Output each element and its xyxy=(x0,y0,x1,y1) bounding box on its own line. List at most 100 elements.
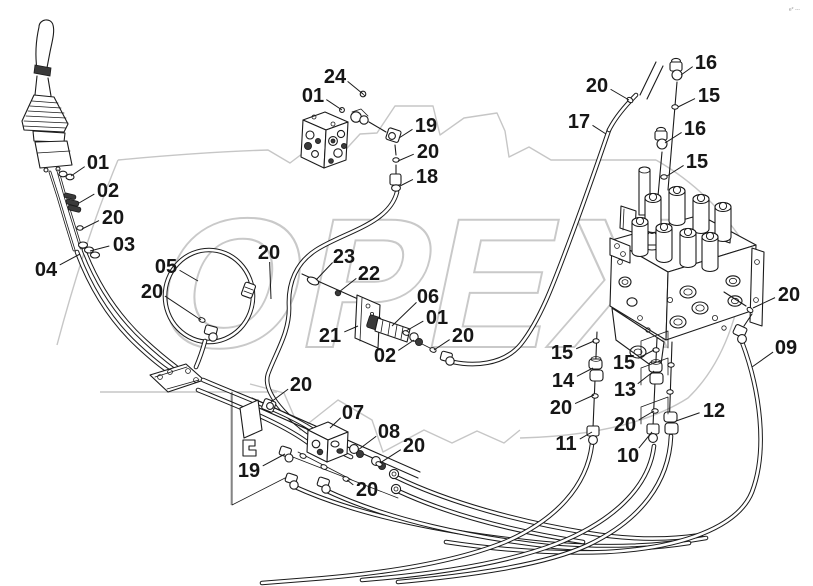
callout-leader-03 xyxy=(89,245,110,252)
callout-leader-20 xyxy=(379,449,402,464)
callout-leader-15 xyxy=(637,349,655,359)
solenoid-valve-cluster xyxy=(301,273,455,366)
callout-13: 13 xyxy=(614,379,636,401)
callout-leader-19 xyxy=(262,453,286,467)
callout-09: 09 xyxy=(775,337,797,359)
banjo-fitting xyxy=(350,108,369,125)
callout-leader-15 xyxy=(575,340,595,350)
callout-leader-02 xyxy=(78,193,95,204)
callout-19: 19 xyxy=(238,460,260,482)
elbow-19 xyxy=(278,445,294,463)
callout-leader-20 xyxy=(269,261,272,300)
tee-fitting-upper xyxy=(261,398,277,413)
drain-line-3 xyxy=(663,341,679,435)
callout-01: 01 xyxy=(426,307,448,329)
callout-leader-20 xyxy=(638,410,655,421)
callout-leader-20 xyxy=(346,479,354,486)
manifold-block-07 xyxy=(306,421,349,463)
callout-leader-20 xyxy=(81,220,100,230)
pilot-valve-block xyxy=(300,90,402,192)
callout-15: 15 xyxy=(698,85,720,107)
callout-10: 10 xyxy=(617,445,639,467)
tee-fitting-08 xyxy=(349,444,364,458)
callout-20: 20 xyxy=(102,207,124,229)
callout-01: 01 xyxy=(302,85,324,107)
callout-leader-08 xyxy=(357,435,377,451)
bracket-clip xyxy=(242,439,257,457)
valve-left-block xyxy=(609,205,637,264)
callout-leader-06 xyxy=(391,302,417,327)
callout-21: 21 xyxy=(319,325,341,347)
callout-20: 20 xyxy=(586,75,608,97)
elbow-to-hose-17 xyxy=(439,350,455,366)
callout-12: 12 xyxy=(703,400,725,422)
callout-leader-01 xyxy=(405,320,424,332)
corner-mark: e* --- xyxy=(789,7,800,13)
callout-leader-07 xyxy=(329,417,342,429)
callout-leader-19 xyxy=(398,128,413,139)
callout-23: 23 xyxy=(333,246,355,268)
callout-leader-17 xyxy=(592,124,607,135)
callout-leader-05 xyxy=(179,269,199,282)
callout-20: 20 xyxy=(417,141,439,163)
callout-leader-16 xyxy=(664,132,682,144)
callout-leader-21 xyxy=(344,325,359,333)
callout-15: 15 xyxy=(551,342,573,364)
fittings-16-15 xyxy=(654,57,683,208)
union-02 xyxy=(409,332,423,346)
callout-17: 17 xyxy=(568,111,590,133)
callout-04: 04 xyxy=(35,259,58,281)
tee-fitting-19 xyxy=(385,127,402,143)
union-12 xyxy=(663,411,679,435)
callout-16: 16 xyxy=(695,52,717,74)
callout-leader-16 xyxy=(680,66,693,76)
elbow-10 xyxy=(646,423,660,443)
grouping-boxes xyxy=(640,330,669,425)
callout-24: 24 xyxy=(324,66,347,88)
callout-05: 05 xyxy=(155,256,177,278)
callout-leader-01 xyxy=(326,99,343,111)
callout-leader-20 xyxy=(397,153,414,162)
callout-leader-20 xyxy=(270,388,289,403)
callout-leader-23 xyxy=(315,262,333,281)
union-13 xyxy=(648,359,664,385)
loop-elbow-fitting xyxy=(203,324,218,342)
callout-20: 20 xyxy=(778,284,800,306)
pipe-clamp-03 xyxy=(77,241,101,259)
callout-leader-18 xyxy=(399,179,414,187)
callout-leader-11 xyxy=(579,431,593,440)
elbow-fitting-16-upper xyxy=(669,57,683,81)
elbow-11 xyxy=(586,425,600,445)
loop-hose-05 xyxy=(165,250,257,367)
callout-20: 20 xyxy=(614,414,636,436)
callout-18: 18 xyxy=(416,166,438,188)
callout-leader-02 xyxy=(398,339,415,351)
callout-15: 15 xyxy=(613,352,635,374)
hose-end-fitting-18 xyxy=(389,173,402,192)
elbow-fitting-09 xyxy=(732,324,748,344)
bracket-left-plate xyxy=(239,399,263,439)
pipe-clamp-02 xyxy=(63,192,82,213)
main-control-valve xyxy=(609,166,765,373)
callout-leader-10 xyxy=(638,431,653,449)
callout-20: 20 xyxy=(550,397,572,419)
callout-leader-01 xyxy=(70,166,85,177)
callout-leader-13 xyxy=(637,370,655,385)
drain-line-1 xyxy=(586,331,604,445)
callout-11: 11 xyxy=(555,433,576,455)
callout-16: 16 xyxy=(684,118,706,140)
hose-17 xyxy=(453,61,664,364)
joystick-assembly xyxy=(21,19,73,173)
callout-20: 20 xyxy=(290,374,312,396)
callout-leader-20 xyxy=(610,88,630,101)
callout-20: 20 xyxy=(258,242,280,264)
solenoid-valve-06 xyxy=(366,314,411,343)
callout-22: 22 xyxy=(358,263,380,285)
callout-leader-20 xyxy=(752,297,776,309)
callout-leader-09 xyxy=(751,351,774,368)
o-ring-20 xyxy=(76,225,84,231)
callout-20: 20 xyxy=(403,435,425,457)
callout-leader-14 xyxy=(576,367,594,377)
